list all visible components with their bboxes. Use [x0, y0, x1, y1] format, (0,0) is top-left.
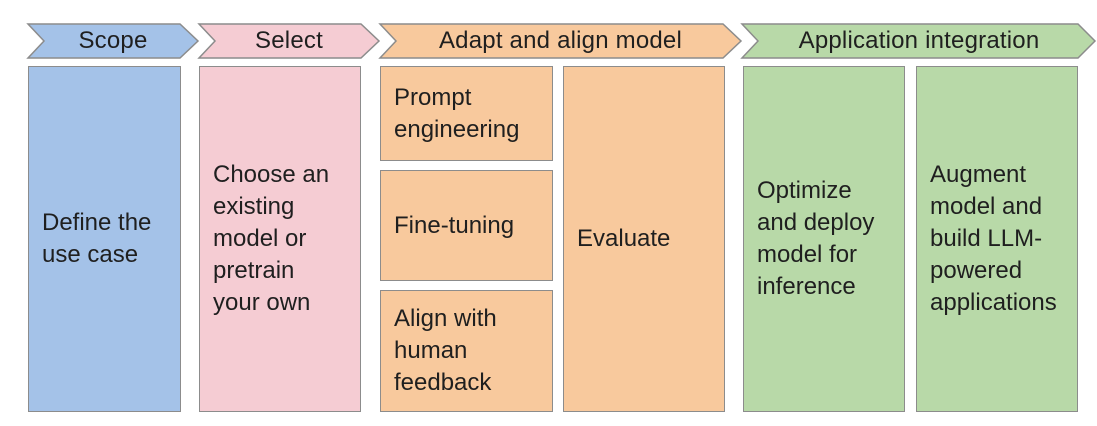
select-header: Select — [197, 23, 381, 59]
integration-chevron-shape — [740, 23, 1097, 59]
define-use-case-text: Define the use case — [42, 209, 152, 268]
optimize-deploy-box: Optimize and deploy model for inference — [743, 66, 905, 412]
choose-model-text: Choose an existing model or pretrain you… — [213, 161, 330, 316]
prompt-engineering-box: Prompt engineering — [380, 66, 553, 161]
augment-model-box: Augment model and build LLM- powered app… — [916, 66, 1078, 412]
integration-header-label: Application integration — [798, 27, 1040, 54]
scope-header-label: Scope — [78, 27, 148, 54]
select-chevron-shape — [197, 23, 381, 59]
select-header-label: Select — [255, 27, 323, 54]
fine-tuning-box: Fine-tuning — [380, 170, 553, 281]
optimize-deploy-text: Optimize and deploy model for inference — [757, 177, 875, 300]
scope-header: Scope — [26, 23, 200, 59]
prompt-engineering-text: Prompt engineering — [394, 83, 520, 143]
define-use-case-box: Define the use case — [28, 66, 181, 412]
evaluate-text: Evaluate — [577, 225, 671, 252]
align-human-feedback-box: Align with human feedback — [380, 290, 553, 412]
evaluate-box: Evaluate — [563, 66, 725, 412]
scope-chevron-shape — [26, 23, 200, 59]
fine-tuning-text: Fine-tuning — [394, 211, 515, 239]
align-human-feedback-text: Align with human feedback — [394, 305, 497, 396]
augment-model-text: Augment model and build LLM- powered app… — [930, 161, 1057, 316]
adapt-header-label: Adapt and align model — [438, 27, 683, 54]
choose-model-box: Choose an existing model or pretrain you… — [199, 66, 361, 412]
adapt-chevron-shape — [378, 23, 743, 59]
integration-header: Application integration — [740, 23, 1097, 59]
adapt-header: Adapt and align model — [378, 23, 743, 59]
